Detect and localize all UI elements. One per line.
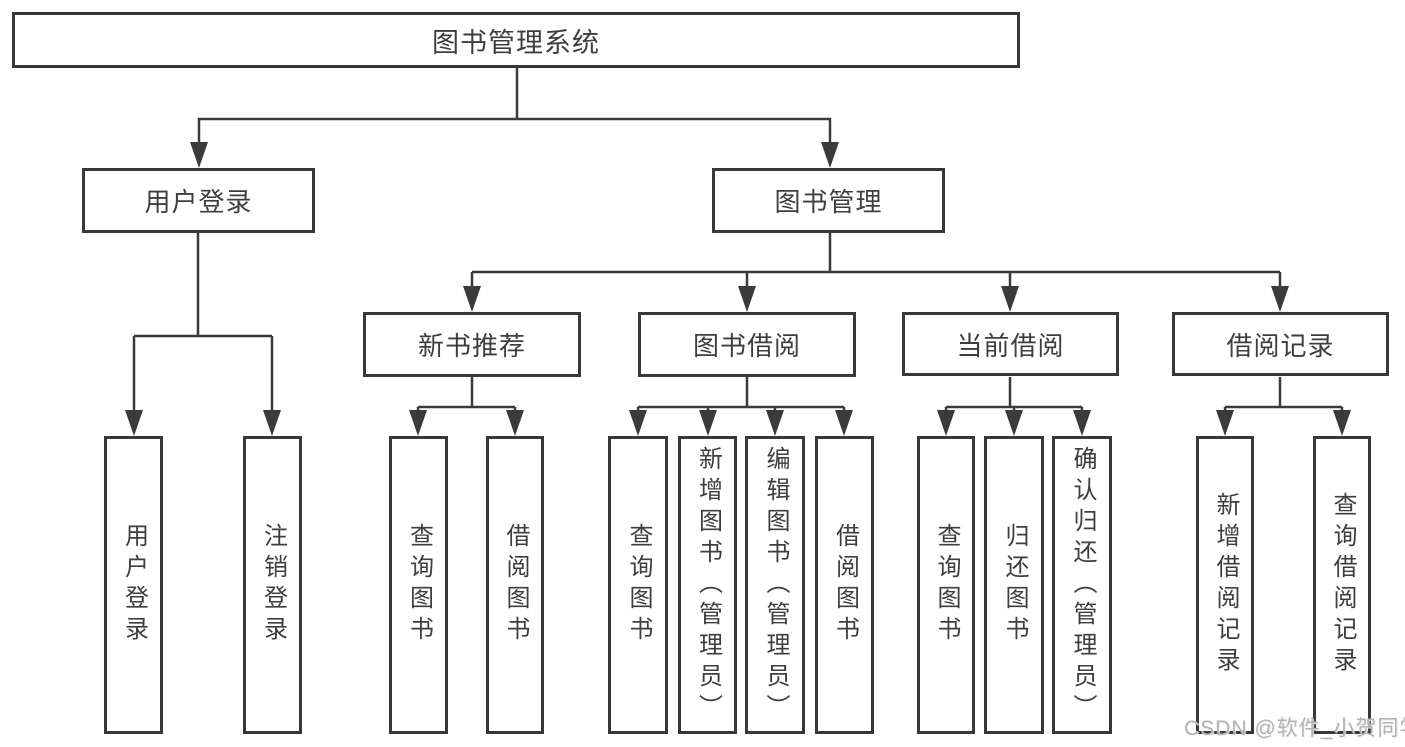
node-label: 用户登录: [120, 523, 148, 647]
node-library-management-system: 图书管理系统: [12, 12, 1020, 68]
node-label: 当前借阅: [956, 330, 1065, 361]
csdn-watermark: CSDN @软件_小贺同学: [1184, 717, 1405, 740]
node-label: 图书管理系统: [432, 27, 600, 58]
leaf-borrow-books-recommend: 借阅图书: [486, 436, 544, 734]
node-label: 查询图书: [625, 523, 652, 647]
node-book-management: 图书管理: [712, 168, 945, 233]
leaf-borrow-books-borrowing: 借阅图书: [815, 436, 874, 734]
node-label: 新增图书（管理员）: [694, 445, 722, 725]
node-current-borrowing: 当前借阅: [902, 312, 1119, 376]
node-label: 查询图书: [405, 523, 433, 647]
node-label: 图书管理: [774, 187, 883, 217]
leaf-add-borrow-record: 新增借阅记录: [1196, 436, 1254, 734]
leaf-logout-login: 注销登录: [243, 436, 302, 734]
node-new-book-recommendation: 新书推荐: [363, 312, 581, 377]
node-book-borrowing: 图书借阅: [638, 312, 856, 377]
leaf-query-books-current: 查询图书: [917, 436, 975, 734]
leaf-user-login: 用户登录: [104, 436, 163, 734]
node-label: 编辑图书（管理员）: [762, 445, 789, 725]
node-label: 归还图书: [1001, 523, 1028, 647]
leaf-add-books-admin: 新增图书（管理员）: [678, 436, 737, 734]
node-user-login: 用户登录: [82, 168, 315, 233]
node-label: 注销登录: [259, 523, 287, 647]
leaf-query-borrow-record: 查询借阅记录: [1313, 436, 1371, 734]
node-label: 新增借阅记录: [1212, 492, 1239, 678]
node-label: 查询借阅记录: [1329, 492, 1356, 678]
node-label: 新书推荐: [417, 331, 526, 361]
arrowheads: [125, 142, 1351, 436]
node-label: 借阅记录: [1226, 330, 1335, 361]
node-label: 确认归还（管理员）: [1069, 445, 1096, 725]
node-label: 查询图书: [933, 523, 960, 647]
leaf-edit-books-admin: 编辑图书（管理员）: [745, 436, 805, 734]
leaf-query-books-recommend: 查询图书: [389, 436, 448, 734]
leaf-return-books: 归还图书: [984, 436, 1044, 734]
node-borrowing-records: 借阅记录: [1172, 312, 1389, 376]
leaf-query-books-borrowing: 查询图书: [608, 436, 668, 734]
node-label: 借阅图书: [831, 523, 859, 647]
leaf-confirm-return-admin: 确认归还（管理员）: [1052, 436, 1112, 734]
node-label: 图书借阅: [692, 331, 801, 361]
node-label: 借阅图书: [502, 523, 529, 647]
node-label: 用户登录: [144, 187, 253, 217]
